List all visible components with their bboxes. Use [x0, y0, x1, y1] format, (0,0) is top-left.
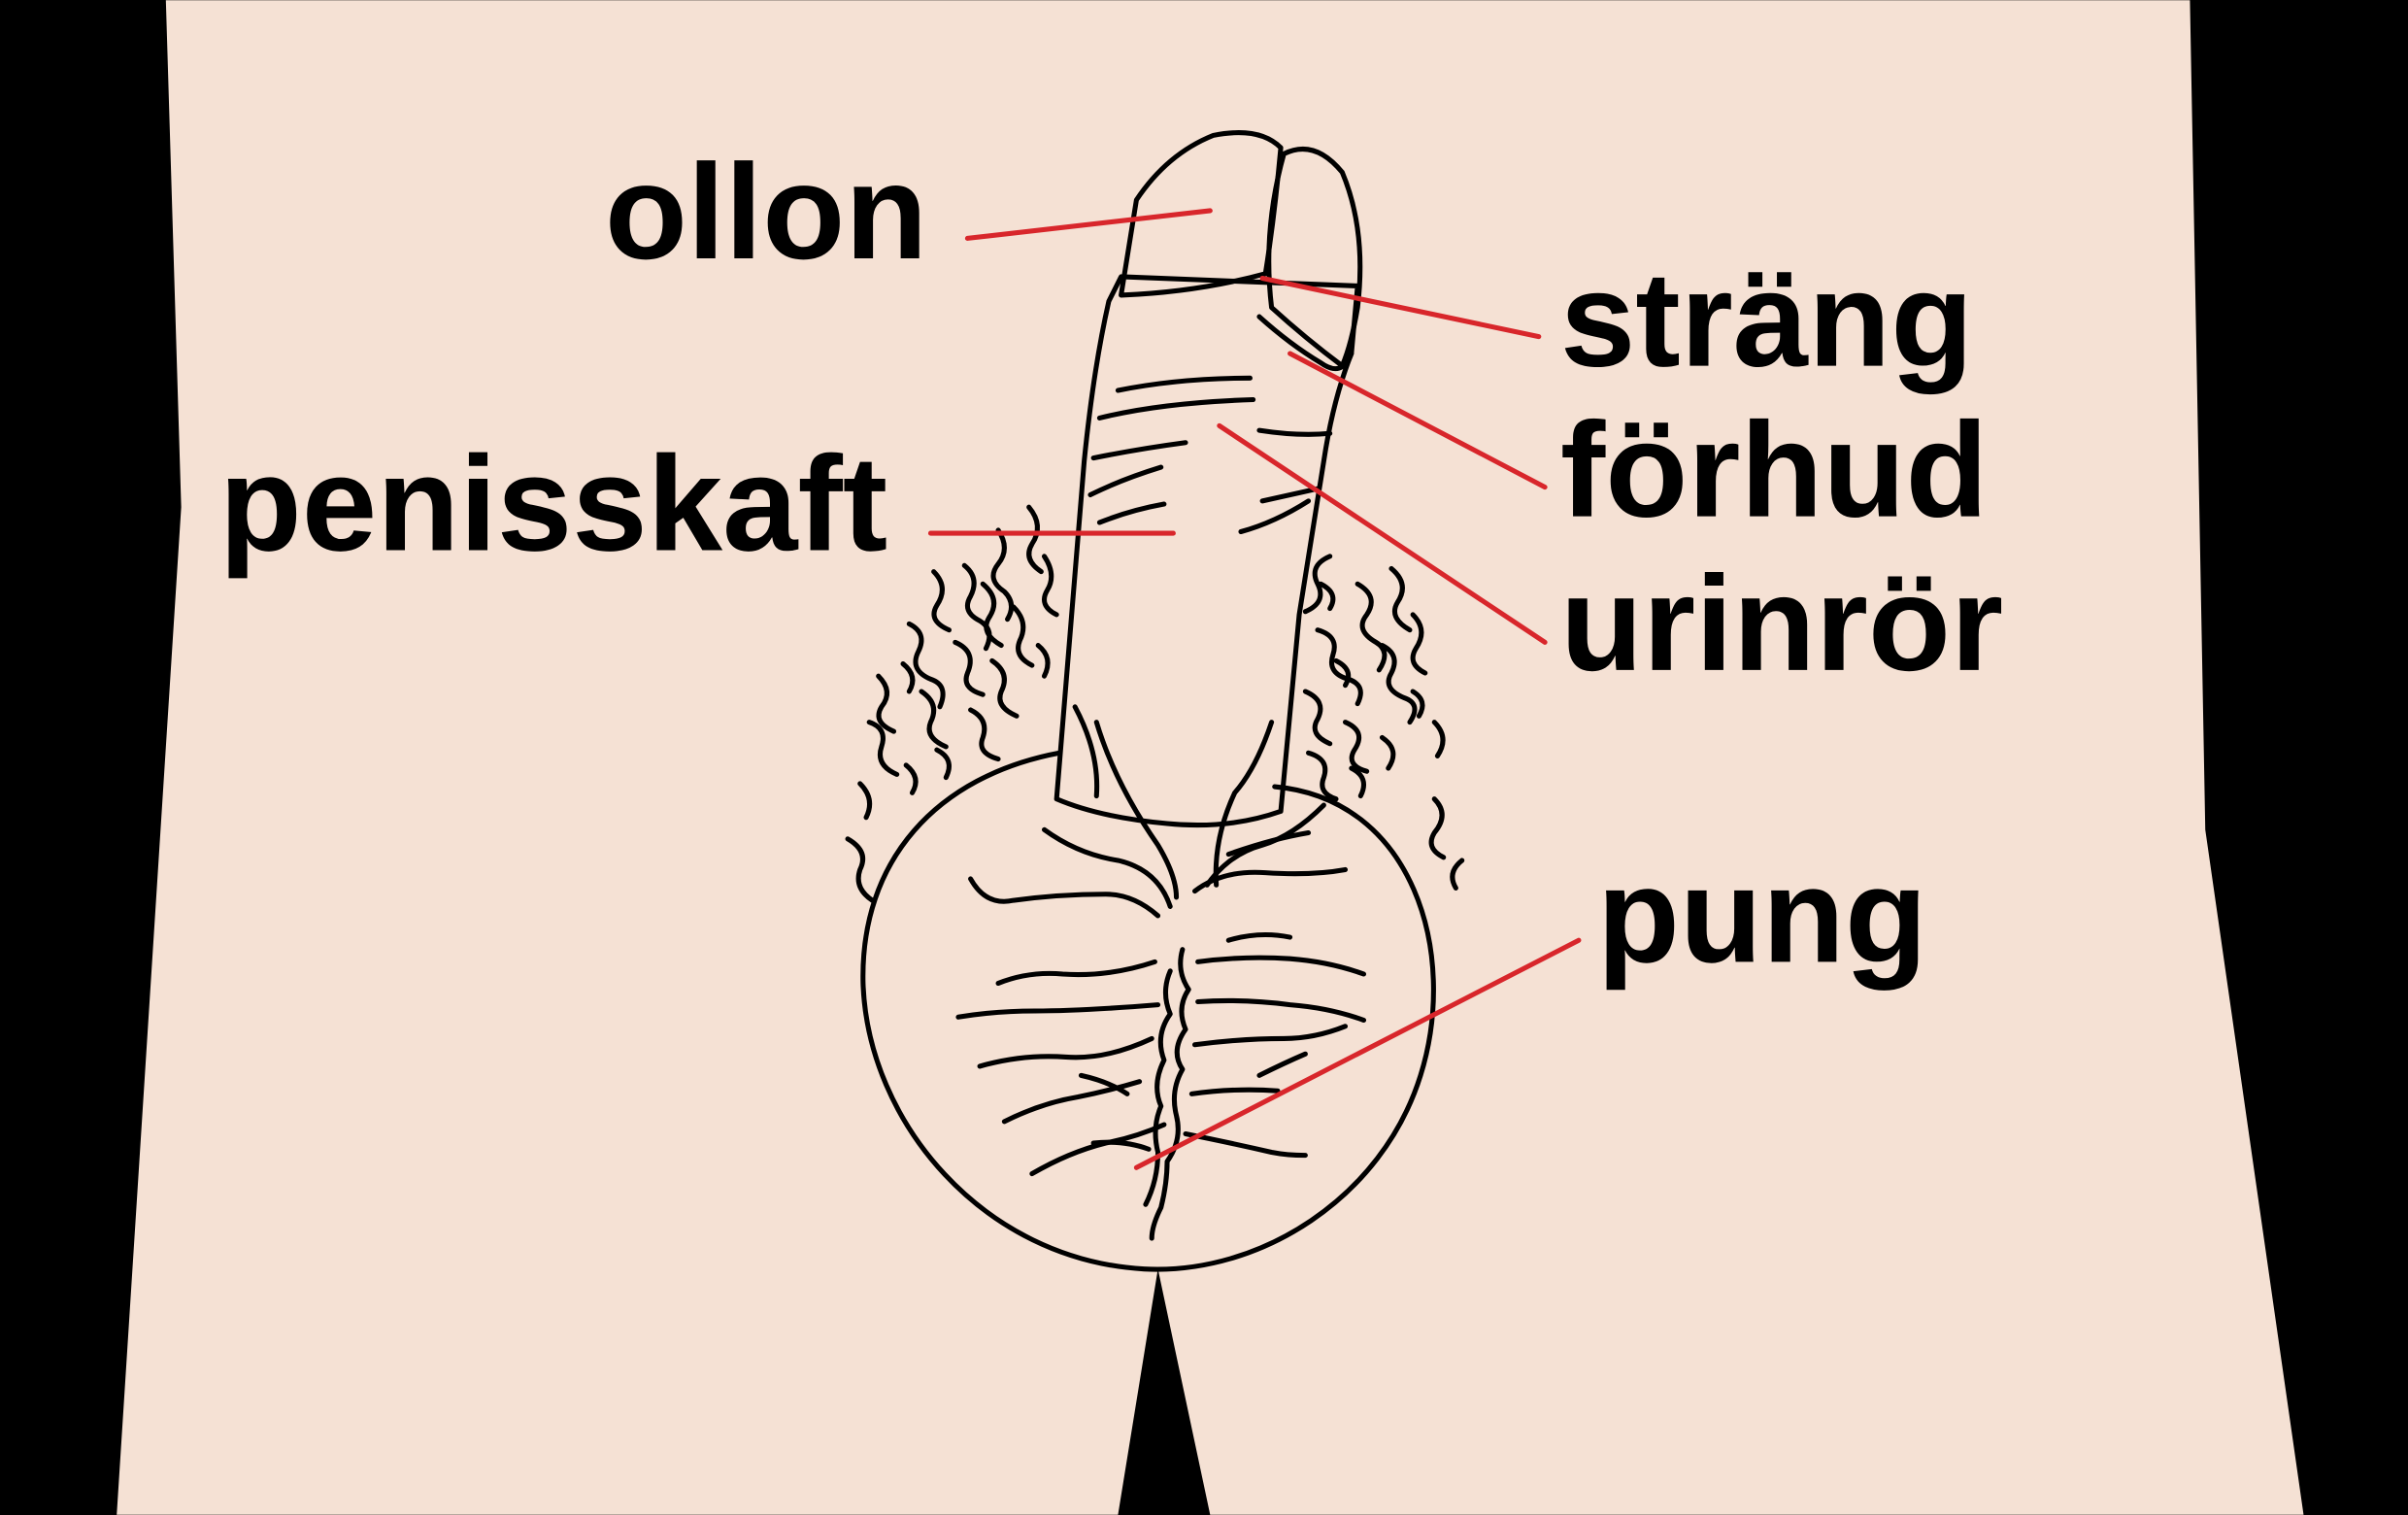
label-forhud: förhud — [1560, 395, 1989, 546]
scrotum-texture — [955, 826, 1367, 1241]
body-silhouette — [117, 0, 2304, 1515]
pubic-hair-left — [845, 504, 1059, 903]
shaft-texture — [1072, 375, 1333, 900]
label-strang: sträng — [1560, 245, 1973, 395]
pubic-hair-right — [1302, 554, 1465, 891]
scrotum — [860, 750, 1436, 1272]
leader-strang — [1259, 276, 1542, 340]
label-urinror: urinrör — [1560, 549, 2003, 699]
label-penisskaft: penisskaft — [219, 428, 887, 579]
glans — [1119, 130, 1363, 372]
penis-shaft — [1054, 274, 1360, 900]
leader-urinror — [1217, 422, 1548, 645]
leader-pung — [1133, 937, 1582, 1170]
label-pung: pung — [1597, 840, 1927, 991]
label-ollon: ollon — [605, 137, 927, 287]
leader-ollon — [964, 208, 1213, 241]
leader-forhud — [1288, 351, 1548, 490]
leader-lines — [927, 208, 1582, 1170]
labels: ollon sträng förhud penisskaft urinrör p… — [219, 137, 2003, 991]
